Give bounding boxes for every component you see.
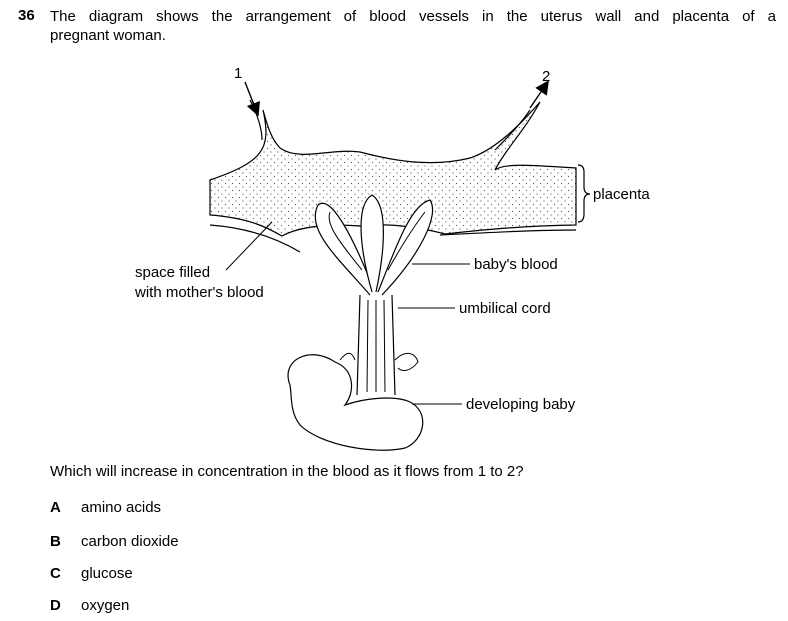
baby-limb-upper (339, 352, 356, 361)
question-stem-line-2: pregnant woman. (50, 27, 166, 44)
villus-inner-right (387, 211, 426, 271)
option-text: carbon dioxide (81, 533, 179, 550)
option-text: oxygen (81, 597, 130, 614)
option-letter: C (50, 565, 61, 582)
label-umbilical-cord: umbilical cord (459, 300, 551, 317)
arrow-2 (529, 80, 549, 109)
label-2: 2 (542, 68, 550, 85)
question-stem: The diagram shows the arrangement of blo… (50, 7, 776, 45)
label-babys-blood: baby's blood (474, 256, 558, 273)
pointer-space-filled (225, 221, 273, 271)
uterus-wall-line (209, 224, 301, 253)
question-number: 36 (18, 7, 35, 24)
placenta-brace (577, 164, 591, 223)
villus-left (314, 202, 373, 296)
umbilical-cord (356, 294, 396, 396)
placenta-diagram: 1 2 placenta space filled with mother's … (134, 65, 650, 451)
vessel-1 (249, 99, 263, 141)
label-placenta: placenta (593, 186, 650, 203)
villus-center (360, 194, 384, 293)
question-stem-line-1: The diagram shows the arrangement of blo… (50, 8, 776, 25)
developing-baby (287, 354, 424, 451)
baby-limb-right (394, 353, 419, 371)
label-mothers-blood: with mother's blood (134, 284, 264, 301)
villus-right (377, 199, 434, 296)
option-letter: B (50, 533, 61, 550)
umbilical-cord-inner (366, 299, 386, 393)
option-letter: A (50, 499, 61, 516)
vessel-2 (494, 109, 531, 151)
label-1: 1 (234, 65, 242, 82)
label-space-filled: space filled (135, 264, 210, 281)
arrow-1 (244, 81, 260, 117)
uterus-wall-line-right (439, 229, 577, 236)
option-letter: D (50, 597, 61, 614)
option-text: amino acids (81, 499, 162, 516)
question-prompt: Which will increase in concentration in … (50, 463, 524, 480)
option-text: glucose (81, 565, 133, 582)
label-developing-baby: developing baby (466, 396, 576, 413)
maternal-blood-space (209, 101, 577, 237)
villus-inner-left (328, 211, 363, 271)
